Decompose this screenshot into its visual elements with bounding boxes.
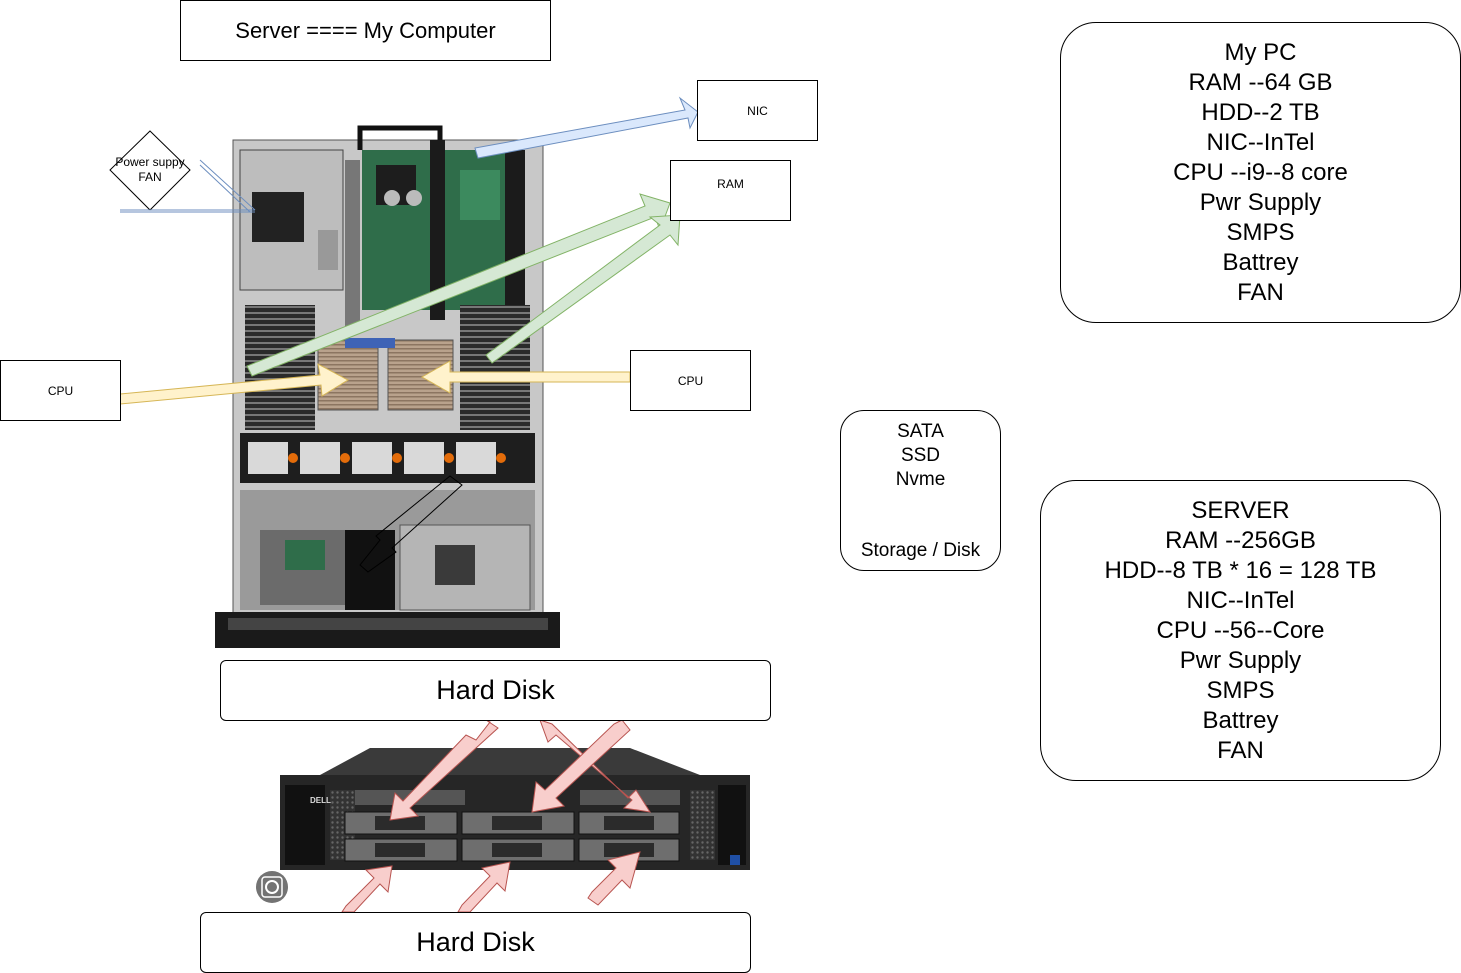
my-pc-line: RAM --64 GB — [1188, 68, 1333, 96]
server-line: NIC--InTel — [1186, 586, 1295, 614]
disk-arrow — [341, 865, 393, 913]
power-supply-text: Power suppy — [115, 155, 185, 169]
hard-disk-top-label: Hard Disk — [436, 675, 555, 705]
hard-disk-bottom-label: Hard Disk — [416, 927, 535, 957]
storage-type-ssd: SSD — [900, 445, 941, 466]
small-arrow — [359, 475, 463, 573]
disk-arrow — [587, 851, 641, 906]
my-pc-line: Pwr Supply — [1199, 188, 1322, 216]
hard-disk-bottom-box[interactable]: Hard Disk — [200, 912, 751, 973]
my-pc-line: SMPS — [1226, 218, 1295, 246]
server-line: Battrey — [1202, 706, 1279, 734]
hard-disk-top-box[interactable]: Hard Disk — [220, 660, 771, 721]
cpu-right-label: CPU — [677, 373, 704, 388]
server-line: CPU --56--Core — [1156, 616, 1325, 644]
ram-label: RAM — [717, 177, 744, 191]
cpu-right-box[interactable]: CPU — [630, 350, 751, 411]
cpu-left-box[interactable]: CPU — [0, 360, 121, 421]
my-pc-line: HDD--2 TB — [1201, 98, 1320, 126]
server-line: Pwr Supply — [1179, 646, 1302, 674]
lens-icon[interactable] — [256, 871, 288, 903]
power-supply-label: Power suppy FAN — [110, 155, 190, 185]
server-line: RAM --256GB — [1165, 526, 1316, 554]
server-line: SERVER — [1191, 496, 1290, 524]
server-line: FAN — [1217, 736, 1264, 764]
title-text: Server ==== My Computer — [235, 17, 496, 43]
cpu-arrow-left — [109, 363, 350, 406]
storage-type-nvme: Nvme — [895, 469, 946, 490]
storage-type-sata: SATA — [897, 421, 944, 442]
my-pc-line: Battrey — [1222, 248, 1299, 276]
power-connector-line — [199, 159, 256, 211]
power-fan-text: FAN — [138, 170, 162, 184]
nic-label: NIC — [747, 103, 768, 118]
disk-arrow — [389, 719, 499, 821]
my-pc-line: NIC--InTel — [1206, 128, 1315, 156]
title-box[interactable]: Server ==== My Computer — [180, 0, 551, 61]
ram-box[interactable]: RAM — [670, 160, 791, 221]
storage-caption: Storage / Disk — [860, 540, 981, 561]
my-pc-line: CPU --i9--8 core — [1173, 158, 1348, 186]
cpu-arrow-right — [420, 360, 631, 394]
server-top-view-image — [215, 125, 560, 648]
nic-arrow — [474, 96, 699, 159]
server-box[interactable]: SERVER RAM --256GB HDD--8 TB * 16 = 128 … — [1040, 480, 1441, 781]
dell-logo: DELL — [310, 796, 331, 805]
disk-arrow — [457, 861, 511, 913]
my-pc-line: FAN — [1237, 278, 1284, 306]
ram-arrow-right — [485, 214, 681, 364]
my-pc-box[interactable]: My PC RAM --64 GB HDD--2 TB NIC--InTel C… — [1060, 22, 1461, 323]
storage-box[interactable]: SATA SSD Nvme Storage / Disk — [840, 410, 1001, 571]
disk-arrow — [531, 719, 631, 813]
nic-box[interactable]: NIC — [697, 80, 818, 141]
server-line: SMPS — [1206, 676, 1275, 704]
power-connector-line — [199, 164, 251, 213]
server-line: HDD--8 TB * 16 = 128 TB — [1104, 556, 1377, 584]
server-front-view-image: DELL — [280, 748, 750, 870]
my-pc-line: My PC — [1224, 38, 1297, 66]
cpu-left-label: CPU — [47, 383, 74, 398]
